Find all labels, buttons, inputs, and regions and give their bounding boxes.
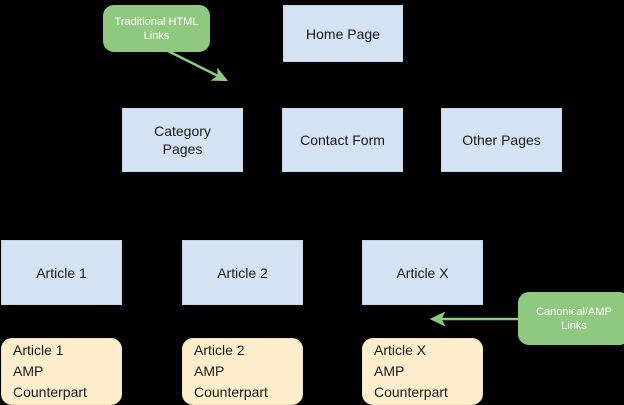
callout-traditional-html-links[interactable]: Traditional HTML Links [103, 5, 210, 52]
node-article-x-amp-counterpart[interactable]: Article X AMP Counterpart [362, 338, 483, 405]
traditional-html-links-arrow [165, 48, 229, 82]
node-other-pages[interactable]: Other Pages [441, 108, 562, 172]
node-article-1[interactable]: Article 1 [1, 240, 122, 305]
callout-canonical-amp-links[interactable]: Canonical/AMP Links [518, 292, 624, 345]
node-article-1-amp-counterpart[interactable]: Article 1 AMP Counterpart [1, 338, 122, 405]
node-article-2-amp-counterpart[interactable]: Article 2 AMP Counterpart [182, 338, 303, 405]
node-article-2[interactable]: Article 2 [182, 240, 303, 305]
node-contact-form[interactable]: Contact Form [282, 108, 403, 172]
node-category-pages[interactable]: Category Pages [122, 108, 243, 172]
node-home-page[interactable]: Home Page [283, 5, 403, 62]
node-article-x[interactable]: Article X [362, 240, 483, 305]
